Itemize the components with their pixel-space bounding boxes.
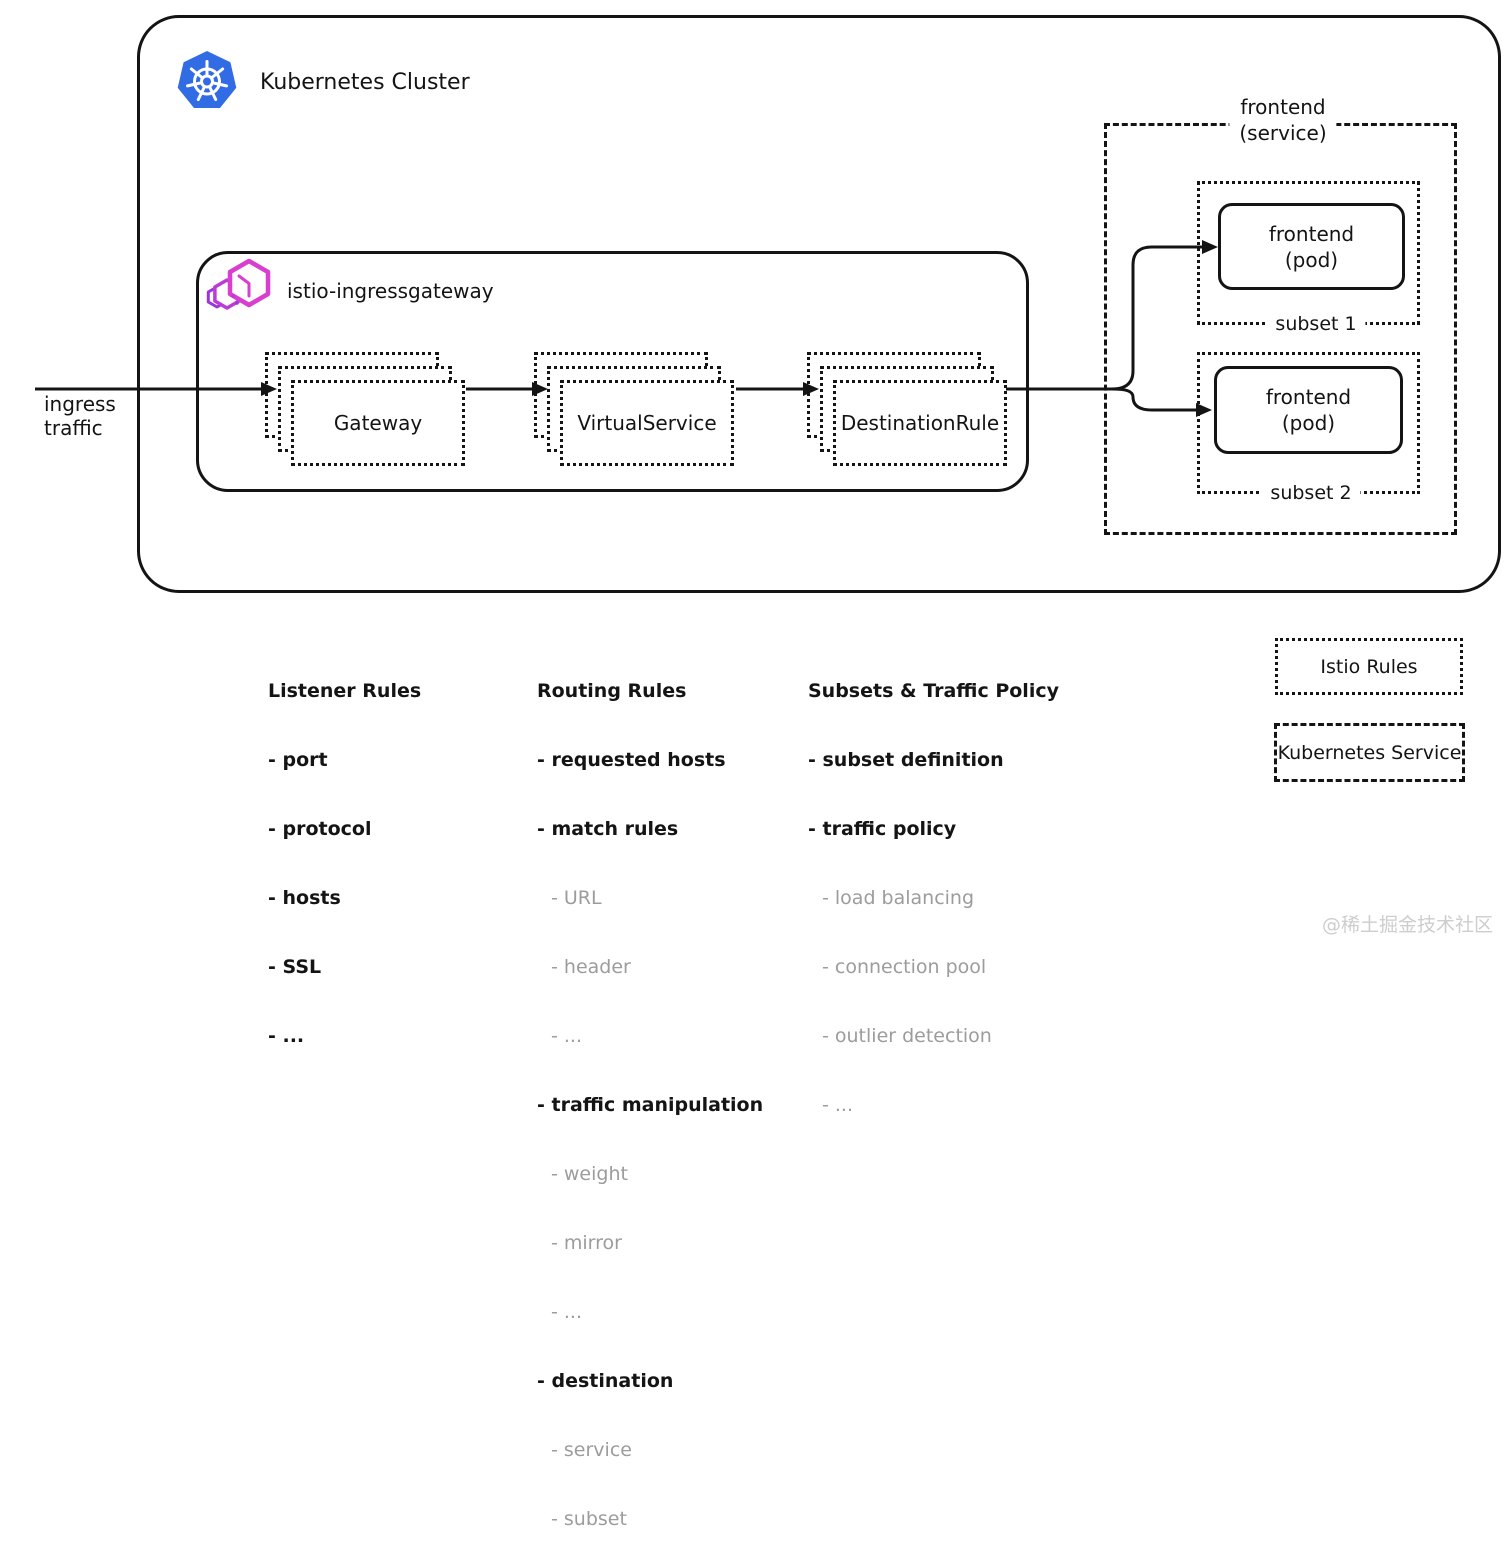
routing-rules-column: Routing Rules - requested hosts - match … — [537, 634, 763, 1554]
frontend-pod-1-label-line2: (pod) — [1284, 247, 1339, 272]
annotation-item: - ... — [551, 1025, 583, 1047]
annotation-item: - URL — [551, 887, 602, 909]
frontend-service-label-line1: frontend — [1240, 95, 1326, 119]
gateway-stack: Gateway — [265, 352, 465, 466]
annotation-item: - port — [268, 749, 328, 771]
annotation-item: - protocol — [268, 818, 372, 840]
annotation-item: - mirror — [551, 1232, 622, 1254]
annotation-item: - hosts — [268, 887, 341, 909]
gateway-label: Gateway — [333, 411, 423, 435]
routing-rules-title: Routing Rules — [537, 680, 687, 702]
ingress-traffic-line2: traffic — [44, 416, 103, 440]
destinationrule-stack: DestinationRule — [807, 352, 1007, 466]
frontend-service-label: frontend (service) — [1229, 94, 1337, 146]
subset-1-label: subset 1 — [1266, 313, 1366, 335]
annotation-item: - SSL — [268, 956, 322, 978]
istio-ingressgateway-title: istio-ingressgateway — [287, 279, 494, 303]
annotation-item: - ... — [268, 1025, 305, 1047]
frontend-pod-1: frontend (pod) — [1218, 203, 1405, 290]
watermark: @稀土掘金技术社区 — [1322, 914, 1494, 936]
destinationrule-label: DestinationRule — [840, 411, 1000, 435]
annotation-item: - outlier detection — [822, 1025, 992, 1047]
annotation-item: - match rules — [537, 818, 679, 840]
virtualservice-label: VirtualService — [577, 411, 717, 435]
annotation-item: - subset definition — [808, 749, 1004, 771]
annotation-item: - subset — [551, 1508, 627, 1530]
annotation-item: - load balancing — [822, 887, 975, 909]
annotation-item: - ... — [822, 1094, 854, 1116]
frontend-service-label-line2: (service) — [1229, 121, 1337, 145]
virtualservice-stack: VirtualService — [534, 352, 734, 466]
annotation-item: - traffic policy — [808, 818, 957, 840]
frontend-pod-2-label-line2: (pod) — [1281, 411, 1336, 435]
legend-istio-rules: Istio Rules — [1275, 638, 1463, 695]
listener-rules-column: Listener Rules - port - protocol - hosts… — [268, 634, 421, 1071]
istio-gateway-icon — [206, 258, 271, 310]
subsets-traffic-policy-column: Subsets & Traffic Policy - subset defini… — [808, 634, 1059, 1140]
annotation-item: - weight — [551, 1163, 628, 1185]
subset-2-label: subset 2 — [1261, 482, 1361, 504]
listener-rules-title: Listener Rules — [268, 680, 422, 702]
destinationrule-card: DestinationRule — [833, 380, 1007, 466]
cluster-title: Kubernetes Cluster — [260, 70, 470, 95]
legend-kubernetes-service-label: Kubernetes Service — [1277, 741, 1462, 764]
annotation-item: - requested hosts — [537, 749, 726, 771]
annotation-item: - connection pool — [822, 956, 987, 978]
ingress-traffic-line1: ingress — [44, 392, 116, 416]
frontend-pod-1-label-line1: frontend — [1268, 221, 1355, 246]
annotation-item: - header — [551, 956, 631, 978]
legend-kubernetes-service: Kubernetes Service — [1274, 723, 1465, 782]
virtualservice-card: VirtualService — [560, 380, 734, 466]
gateway-card: Gateway — [291, 380, 465, 466]
annotation-item: - traffic manipulation — [537, 1094, 764, 1116]
subsets-traffic-policy-title: Subsets & Traffic Policy — [808, 680, 1059, 702]
frontend-pod-2-label-line1: frontend — [1265, 385, 1352, 409]
annotation-item: - service — [551, 1439, 632, 1461]
kubernetes-logo-icon — [177, 51, 237, 108]
legend-istio-rules-label: Istio Rules — [1320, 655, 1418, 678]
ingress-traffic-label: ingress traffic — [44, 392, 116, 440]
annotation-item: - ... — [551, 1301, 583, 1323]
annotation-item: - destination — [537, 1370, 674, 1392]
frontend-pod-2: frontend (pod) — [1214, 366, 1403, 454]
